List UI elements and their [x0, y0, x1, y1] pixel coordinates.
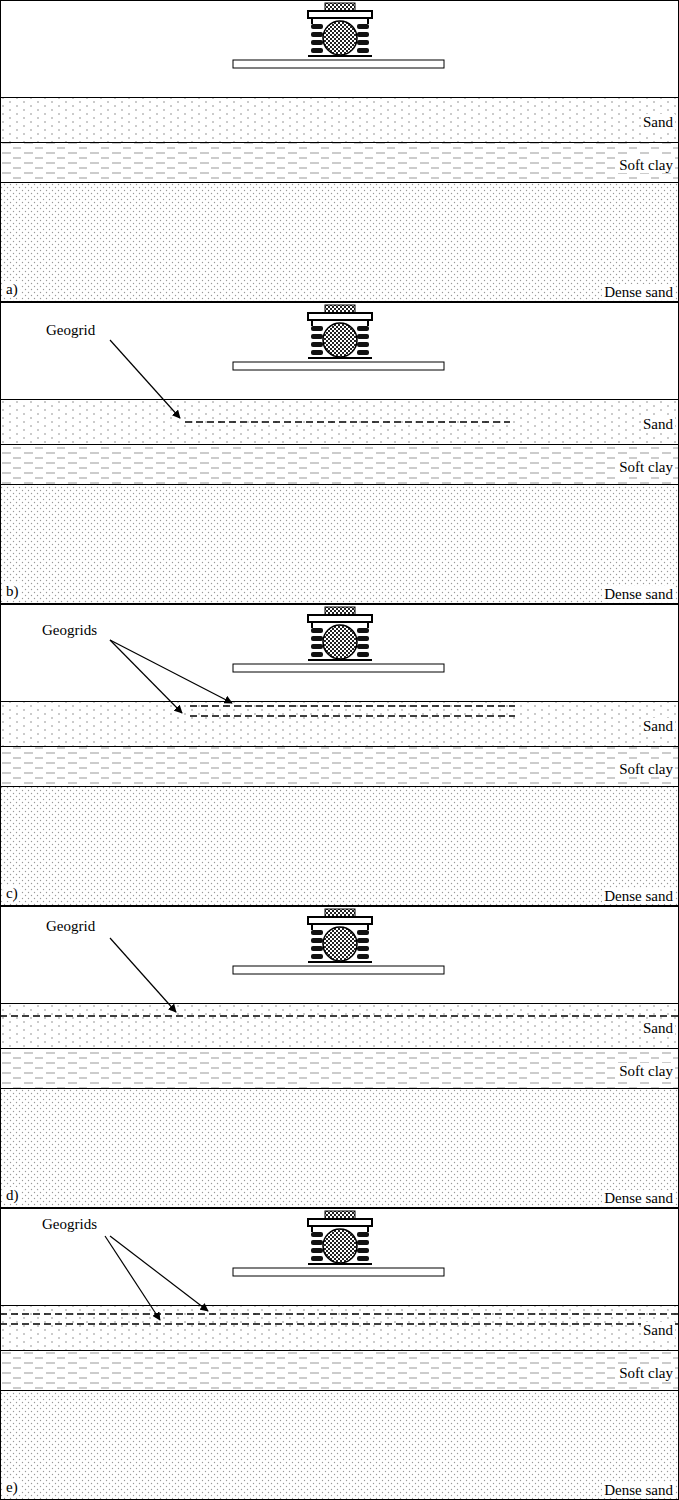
- layer-label: Dense sand: [602, 284, 675, 301]
- sand-layer: Sand: [1, 701, 678, 746]
- layer-label: Soft clay: [617, 1365, 675, 1382]
- sand-layer: Sand: [1, 1305, 678, 1350]
- test-panel: SandSoft clayDense sand c): [0, 604, 679, 906]
- layer-label: Soft clay: [617, 157, 675, 174]
- panel-label: c): [4, 885, 20, 902]
- dense-sand-layer: Dense sand: [1, 484, 678, 604]
- layer-label: Dense sand: [602, 586, 675, 603]
- layer-label: Dense sand: [602, 1482, 675, 1499]
- geogrid-callout: Geogrids: [40, 1216, 99, 1233]
- sand-layer: Sand: [1, 97, 678, 142]
- layer-label: Sand: [641, 1020, 675, 1037]
- geogrid-callout: Geogrid: [44, 322, 97, 339]
- test-panel: SandSoft clayDense sand e): [0, 1208, 679, 1500]
- dense-sand-layer: Dense sand: [1, 1088, 678, 1208]
- test-panel: SandSoft clayDense sand d): [0, 906, 679, 1208]
- soft-clay-layer: Soft clay: [1, 444, 678, 484]
- soft-clay-layer: Soft clay: [1, 142, 678, 182]
- panel-label: d): [4, 1187, 21, 1204]
- geogrid-callout: Geogrids: [40, 622, 99, 639]
- layer-label: Sand: [641, 416, 675, 433]
- layer-label: Sand: [641, 718, 675, 735]
- panel-label: b): [4, 583, 21, 600]
- sand-layer: Sand: [1, 399, 678, 444]
- layer-label: Dense sand: [602, 1190, 675, 1207]
- layer-label: Dense sand: [602, 888, 675, 905]
- panel-label: a): [4, 281, 20, 298]
- layer-label: Sand: [641, 114, 675, 131]
- geogrid-callout: Geogrid: [44, 918, 97, 935]
- layer-label: Soft clay: [617, 761, 675, 778]
- layer-label: Sand: [641, 1322, 675, 1339]
- dense-sand-layer: Dense sand: [1, 1390, 678, 1500]
- layer-label: Soft clay: [617, 459, 675, 476]
- dense-sand-layer: Dense sand: [1, 786, 678, 906]
- test-panel: SandSoft clayDense sand a): [0, 0, 679, 302]
- test-panel: SandSoft clayDense sand b): [0, 302, 679, 604]
- layer-label: Soft clay: [617, 1063, 675, 1080]
- sand-layer: Sand: [1, 1003, 678, 1048]
- panel-label: e): [4, 1479, 20, 1496]
- soft-clay-layer: Soft clay: [1, 1048, 678, 1088]
- dense-sand-layer: Dense sand: [1, 182, 678, 302]
- soft-clay-layer: Soft clay: [1, 746, 678, 786]
- soft-clay-layer: Soft clay: [1, 1350, 678, 1390]
